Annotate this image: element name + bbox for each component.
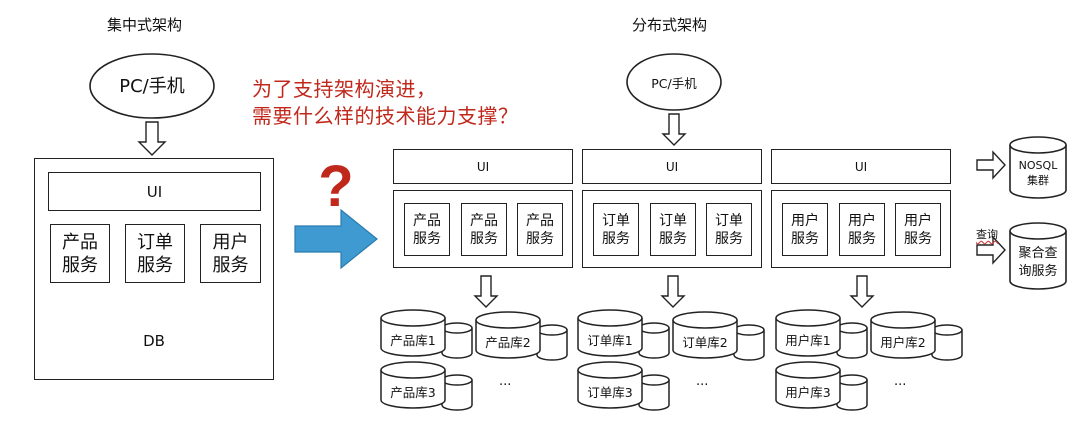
query-label: 查询 bbox=[976, 228, 998, 241]
order-service-box: 订单 服务 bbox=[125, 224, 185, 283]
right-arrow-icon bbox=[976, 150, 1006, 180]
service-box: 产品 服务 bbox=[461, 203, 507, 256]
nosql-label: NOSQL 集群 bbox=[1018, 159, 1058, 187]
ui-layer: UI bbox=[771, 149, 951, 184]
db-shard-cylinder bbox=[775, 309, 841, 357]
service-box: 订单 服务 bbox=[593, 203, 639, 256]
ui-layer: UI bbox=[393, 149, 573, 184]
down-arrow-icon bbox=[137, 121, 167, 156]
db-shard-cylinder bbox=[577, 309, 643, 357]
ui-layer: UI bbox=[48, 172, 261, 211]
transition-arrow-icon bbox=[294, 208, 378, 270]
down-arrow-icon bbox=[473, 275, 499, 308]
db-shard-cylinder bbox=[672, 311, 738, 359]
replica-cylinder bbox=[733, 324, 765, 361]
more-ellipsis: ... bbox=[499, 374, 512, 389]
nosql-cylinder bbox=[1009, 136, 1067, 199]
replica-cylinder bbox=[536, 324, 568, 361]
db-shard-label: 产品库3 bbox=[390, 384, 436, 400]
db-shard-cylinder bbox=[775, 361, 841, 409]
db-shard-label: 产品库2 bbox=[485, 334, 531, 350]
service-box: 用户 服务 bbox=[782, 203, 828, 256]
replica-cylinder bbox=[441, 322, 473, 359]
replica-cylinder bbox=[441, 374, 473, 411]
db-shard-label: 订单库1 bbox=[587, 332, 633, 348]
db-shard-label: 用户库2 bbox=[880, 334, 926, 350]
down-arrow-icon bbox=[849, 275, 875, 308]
replica-cylinder bbox=[836, 322, 868, 359]
right-arrow-icon bbox=[976, 235, 1006, 265]
db-shard-cylinder bbox=[380, 309, 446, 357]
replica-cylinder bbox=[638, 322, 670, 359]
replica-cylinder bbox=[836, 374, 868, 411]
db-shard-label: 订单库3 bbox=[587, 384, 633, 400]
question-line-2: 需要什么样的技术能力支撑？ bbox=[252, 104, 519, 128]
aggregate-cylinder bbox=[1009, 222, 1067, 290]
aggregate-label: 聚合查 询服务 bbox=[1018, 246, 1058, 279]
db-shard-cylinder bbox=[870, 311, 936, 359]
db-shard-cylinder bbox=[475, 311, 541, 359]
service-box: 用户 服务 bbox=[895, 203, 941, 256]
service-box: 订单 服务 bbox=[706, 203, 752, 256]
centralized-title: 集中式架构 bbox=[107, 16, 183, 34]
db-shard-label: 订单库2 bbox=[682, 334, 728, 350]
client-ellipse bbox=[89, 53, 215, 119]
db-shard-label: 用户库3 bbox=[785, 384, 831, 400]
more-ellipsis: ... bbox=[696, 374, 709, 389]
db-label: DB bbox=[143, 332, 165, 350]
down-arrow-icon bbox=[661, 113, 687, 146]
more-ellipsis: ... bbox=[894, 374, 907, 389]
product-service-box: 产品 服务 bbox=[50, 224, 110, 283]
replica-cylinder bbox=[931, 324, 963, 361]
replica-cylinder bbox=[638, 374, 670, 411]
question-mark-icon: ? bbox=[318, 154, 353, 219]
dist-client-label: PC/手机 bbox=[651, 75, 697, 91]
service-box: 产品 服务 bbox=[404, 203, 450, 256]
db-shard-label: 产品库1 bbox=[390, 332, 436, 348]
dist-client-ellipse bbox=[626, 53, 722, 111]
down-arrow-icon bbox=[660, 275, 686, 308]
db-shard-cylinder bbox=[380, 361, 446, 409]
service-box: 订单 服务 bbox=[650, 203, 696, 256]
question-line-1: 为了支持架构演进， bbox=[252, 77, 437, 101]
db-shard-label: 用户库1 bbox=[785, 332, 831, 348]
client-label: PC/手机 bbox=[119, 75, 185, 97]
db-shard-cylinder bbox=[577, 361, 643, 409]
service-box: 用户 服务 bbox=[839, 203, 885, 256]
distributed-title: 分布式架构 bbox=[632, 16, 708, 34]
user-service-box: 用户 服务 bbox=[200, 224, 261, 283]
service-box: 产品 服务 bbox=[517, 203, 563, 256]
ui-layer: UI bbox=[582, 149, 762, 184]
